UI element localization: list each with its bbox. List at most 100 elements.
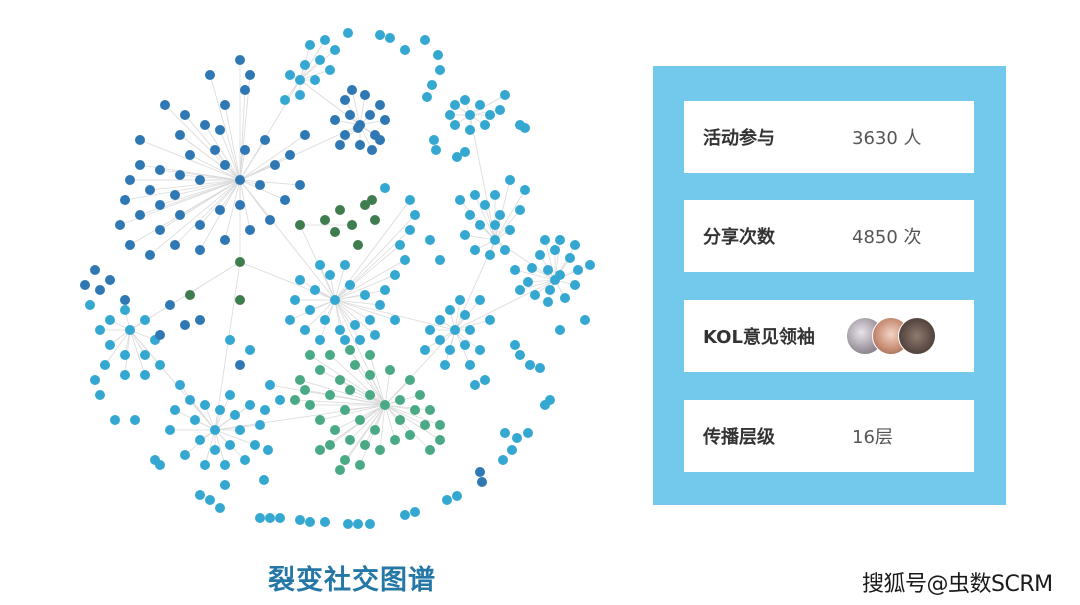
graph-node [435,255,445,265]
graph-node [425,405,435,415]
stat-label: KOL意见领袖 [703,327,815,348]
graph-node [255,420,265,430]
graph-node [340,130,350,140]
graph-node [445,110,455,120]
graph-node [155,360,165,370]
graph-node [285,70,295,80]
graph-node [452,152,462,162]
graph-node [155,330,165,340]
graph-node [195,490,205,500]
graph-node [295,375,305,385]
graph-node [405,195,415,205]
graph-node [475,220,485,230]
graph-node [535,363,545,373]
graph-node [400,510,410,520]
graph-node [475,100,485,110]
graph-node [410,507,420,517]
graph-node [365,390,375,400]
graph-node [360,90,370,100]
graph-node [260,135,270,145]
graph-node [195,175,205,185]
graph-node [573,265,583,275]
graph-node [390,435,400,445]
graph-node [465,325,475,335]
graph-node [220,480,230,490]
graph-node [135,160,145,170]
graph-node [120,370,130,380]
kol-avatars [846,317,946,355]
graph-node [465,110,475,120]
graph-node [470,245,480,255]
graph-node [185,395,195,405]
graph-node [190,415,200,425]
graph-node [285,150,295,160]
graph-node [540,235,550,245]
stat-label: 活动参与 [703,128,775,149]
avatar[interactable] [898,317,936,355]
graph-node [500,428,510,438]
graph-node [155,460,165,470]
graph-node [385,365,395,375]
graph-node [435,420,445,430]
graph-node [145,185,155,195]
graph-node [545,395,555,405]
graph-node [375,300,385,310]
graph-node [505,225,515,235]
graph-node [235,257,245,267]
graph-node [380,400,390,410]
graph-node [315,335,325,345]
graph-node [420,345,430,355]
graph-node [555,235,565,245]
graph-node [95,325,105,335]
graph-node [350,320,360,330]
graph-node [355,140,365,150]
graph-node [315,365,325,375]
graph-node [295,275,305,285]
graph-node [145,250,155,260]
graph-node [140,315,150,325]
graph-node [385,33,395,43]
graph-node [495,105,505,115]
graph-node [435,65,445,75]
graph-node [330,227,340,237]
graph-node [295,180,305,190]
graph-node [498,455,508,465]
graph-node [200,120,210,130]
graph-node [425,235,435,245]
graph-node [335,205,345,215]
graph-node [280,95,290,105]
graph-node [480,200,490,210]
graph-node [115,220,125,230]
graph-node [195,220,205,230]
graph-node [125,175,135,185]
graph-node [170,405,180,415]
graph-node [95,285,105,295]
graph-node [380,115,390,125]
graph-node [235,55,245,65]
graph-node [360,290,370,300]
graph-node [555,270,565,280]
graph-node [110,415,120,425]
graph-node [485,315,495,325]
graph-node [431,145,441,155]
graph-node [555,325,565,335]
graph-node [120,305,130,315]
graph-node [460,147,470,157]
graph-node [210,425,220,435]
graph-node [265,380,275,390]
graph-node [335,140,345,150]
graph-node [480,120,490,130]
graph-node [280,195,290,205]
graph-node [515,205,525,215]
graph-node [395,395,405,405]
graph-node [400,45,410,55]
graph-node [475,295,485,305]
graph-node [295,515,305,525]
graph-node [345,110,355,120]
graph-node [330,115,340,125]
graph-node [120,350,130,360]
graph-node [250,440,260,450]
graph-node [347,220,357,230]
graph-node [275,395,285,405]
graph-node [180,110,190,120]
